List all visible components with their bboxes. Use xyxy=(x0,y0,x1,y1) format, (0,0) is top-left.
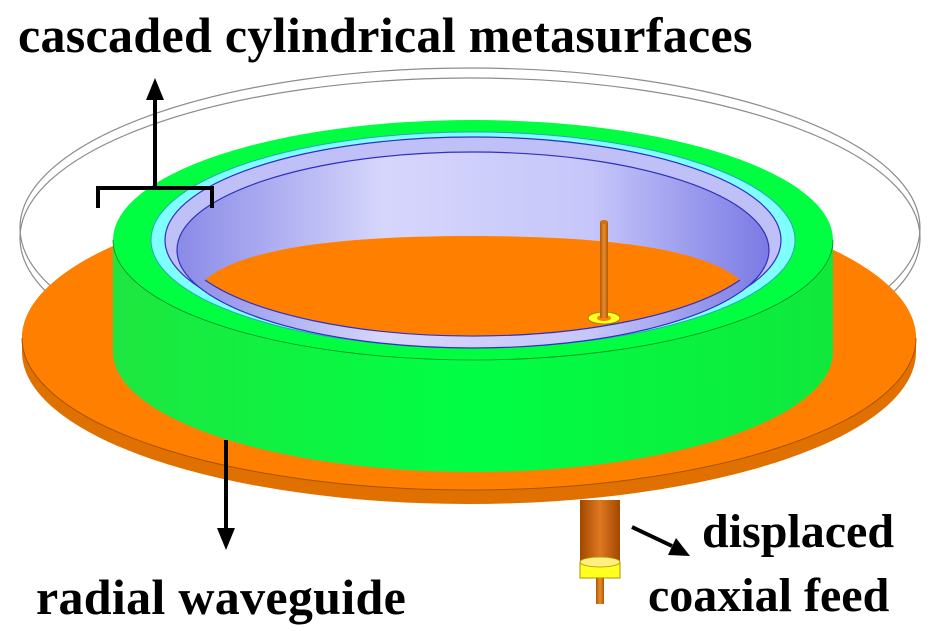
radial-waveguide-arrow xyxy=(217,440,235,550)
coaxial-feed xyxy=(579,500,621,604)
metasurfaces-label: cascaded cylindrical metasurfaces xyxy=(18,7,753,63)
coaxial-feed-arrow xyxy=(631,525,690,556)
arrow-up-icon xyxy=(146,78,164,100)
feed-label-line2: coaxial feed xyxy=(648,569,890,622)
metasurface-ring xyxy=(112,120,834,472)
radial-waveguide-label: radial waveguide xyxy=(36,569,407,625)
arrow-down-icon xyxy=(217,528,235,550)
feed-label-line1: displaced xyxy=(702,505,895,558)
feed-probe xyxy=(587,220,621,325)
metasurface-bracket xyxy=(96,100,214,208)
arrow-right-icon xyxy=(668,538,690,556)
